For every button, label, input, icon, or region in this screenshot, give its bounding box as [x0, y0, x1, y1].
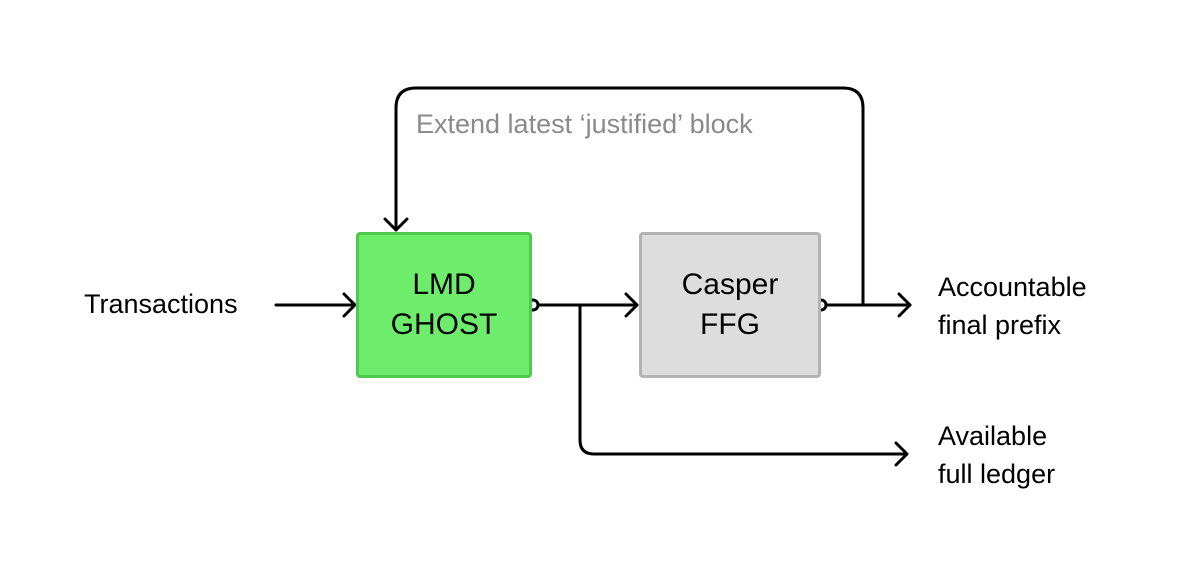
- available-label-line2: full ledger: [938, 459, 1056, 489]
- feedback-arrow-head: [383, 217, 409, 232]
- feedback-label: Extend latest ‘justified’ block: [416, 109, 753, 139]
- available-full-ledger-label: Available full ledger: [938, 417, 1055, 493]
- available-branch-line: [578, 303, 908, 456]
- available-arrow-head: [894, 441, 909, 467]
- casper-ffg-label-line2: FFG: [700, 308, 760, 341]
- casper-ffg-label-line1: Casper: [681, 268, 779, 301]
- accountable-arrow-head: [897, 292, 912, 318]
- feedback-loop-line: [394, 86, 865, 307]
- accountable-label-line2: final prefix: [938, 310, 1062, 340]
- transactions-label: Transactions: [84, 289, 238, 319]
- accountable-label-line1: Accountable: [938, 272, 1087, 302]
- lmd-ghost-box: LMD GHOST: [356, 232, 532, 378]
- available-label-line1: Available: [938, 421, 1048, 451]
- casper-ffg-box: Casper FFG: [639, 232, 821, 378]
- lmd-ghost-label-line1: LMD: [412, 268, 476, 301]
- lmd-to-casper-arrow-head: [624, 292, 639, 318]
- accountable-final-prefix-label: Accountable final prefix: [938, 268, 1087, 344]
- transactions-arrow-head: [342, 292, 357, 318]
- lmd-ghost-label-line2: GHOST: [390, 308, 498, 341]
